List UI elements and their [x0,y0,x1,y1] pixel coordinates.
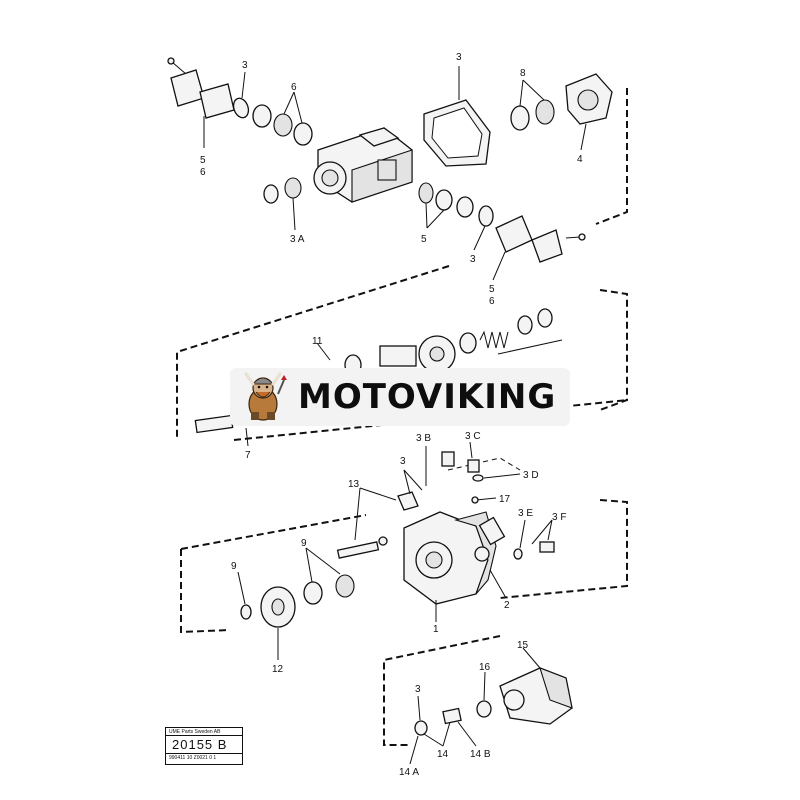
label-3-bottom: 3 [415,684,421,695]
screw-top-left [167,57,187,75]
label-5-plate: 5 [489,284,495,295]
washer-3e [513,548,523,560]
bearing-cup-6a [252,104,272,128]
pin-13 [336,536,388,559]
label-6-bearings: 6 [291,82,297,93]
title-block-divider-top [166,735,242,736]
label-17: 17 [499,494,511,505]
spring-seat [517,315,533,335]
label-9-nut: 9 [231,561,237,572]
end-cover-4 [565,73,613,125]
label-1: 1 [433,624,439,635]
group-boundary-mid-left [176,265,450,440]
title-block-reference: 990411 10 Z0021 0 1 [169,755,217,761]
plug-3c [441,451,455,467]
viking-mascot-logo [244,372,287,421]
bottom-assembly-group [383,635,573,765]
group-boundary-low-top [180,514,367,550]
label-3d: 3 D [523,470,539,481]
plug-3f [539,541,555,553]
valve-cylinder-2 [478,516,506,546]
flange-3 [397,491,419,511]
label-14a: 14 A [399,767,419,778]
cover-plate-left [170,69,205,107]
gasket-3-large [423,99,491,167]
bearing-5a [418,182,434,204]
group-boundary-valve [447,457,521,471]
watermark-banner: MOTOVIKING [230,368,570,426]
label-3-gasket: 3 [456,52,462,63]
callout-labels: 3 6 5 6 3 8 4 3 A 5 3 5 6 11 7 3 B 3 C 3… [200,52,583,778]
label-3e: 3 E [518,508,533,519]
bolt-17 [471,496,497,504]
label-3-top-left: 3 [242,60,248,71]
title-block-number: 20155 B [172,737,228,752]
bushing-16 [476,700,492,718]
label-15: 15 [517,640,529,651]
bearing-9a [303,581,323,605]
retaining-ring [537,308,553,328]
bearing-cup-6b [273,113,293,137]
main-housing-top [313,127,413,203]
valve-seat [459,332,477,354]
label-3f: 3 F [552,512,566,523]
label-16: 16 [479,662,491,673]
screw-top-right [565,233,586,241]
seal-plate-left [199,83,235,119]
label-3a: 3 A [290,234,305,245]
label-2: 2 [504,600,510,611]
group-boundary-mid-right [599,289,628,411]
o-ring-3d [472,474,484,482]
label-4: 4 [577,154,583,165]
label-5-left: 5 [200,155,206,166]
label-14b: 14 B [470,749,491,760]
bearing-9b [335,574,355,598]
ring-14a [414,720,428,736]
valve-body-11 [379,335,456,373]
label-3b: 3 B [416,433,431,444]
o-ring-3-top [232,97,250,119]
o-ring-3-mid [478,205,494,227]
label-7: 7 [245,450,251,461]
bearing-3a-a [263,184,279,204]
label-9-bearings: 9 [301,538,307,549]
label-8: 8 [520,68,526,79]
lower-assembly-group [180,441,628,660]
bearing-cone-6 [293,122,313,146]
title-block-company: UME Parts Sweden AB [169,729,221,735]
group-boundary-low-right [499,499,628,599]
label-11: 11 [312,336,323,347]
shaft-7 [194,414,234,434]
group-boundary-low-left [180,549,231,634]
coupling-14 [442,707,462,725]
auxiliary-pump-15 [499,667,573,725]
title-block-divider-bottom [166,753,242,754]
bearing-8b [535,99,555,125]
group-boundary-bottom [383,635,501,746]
nut-9 [240,604,252,620]
label-12: 12 [272,664,284,675]
label-6-left: 6 [200,167,206,178]
label-3-valve: 3 [400,456,406,467]
top-assembly-group [167,57,628,281]
plug-3c-b [467,459,480,473]
watermark-text: MOTOVIKING [298,377,557,417]
bearing-3a-b [284,177,302,199]
label-6-plate: 6 [489,296,495,307]
drawing-title-block: UME Parts Sweden AB 20155 B 990411 10 Z0… [165,727,243,765]
drive-flange-12 [260,586,296,628]
label-5-mid: 5 [421,234,427,245]
seal-plate-mid [495,215,533,253]
label-3-mid: 3 [470,254,476,265]
label-3c: 3 C [465,431,481,442]
label-14: 14 [437,749,449,760]
label-13: 13 [348,479,360,490]
bearing-8a [510,105,530,131]
bearing-5b [435,189,453,211]
bearing-5c [456,196,474,218]
group-boundary-top-right [595,88,628,225]
cover-plate-mid [531,229,563,263]
spring [479,330,509,349]
